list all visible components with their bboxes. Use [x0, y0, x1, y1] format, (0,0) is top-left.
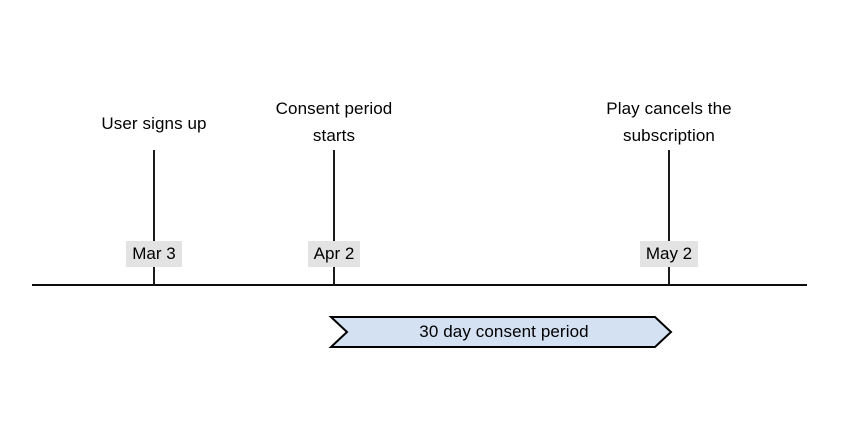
chevron-banner-shape	[328, 316, 673, 348]
event-date-chip: May 2	[639, 241, 699, 267]
event-date-chip: Mar 3	[126, 241, 182, 267]
event-caption: Consent period starts	[275, 99, 393, 145]
event-stem-line	[668, 150, 670, 285]
event-date-chip-wrapper: Apr 2	[234, 241, 434, 267]
event-date-chip: Apr 2	[307, 241, 361, 267]
event-stem-line	[333, 150, 335, 285]
event-caption: User signs up	[101, 114, 207, 133]
timeline-axis	[32, 284, 807, 286]
event-date-chip-wrapper: Mar 3	[54, 241, 254, 267]
event-stem-line	[153, 150, 155, 285]
event-date-chip-wrapper: May 2	[569, 241, 769, 267]
event-caption: Play cancels the subscription	[606, 99, 732, 145]
chevron-polygon	[328, 316, 673, 348]
banner-label: 30 day consent period	[419, 322, 589, 341]
consent-period-banner: 30 day consent period	[328, 316, 673, 348]
